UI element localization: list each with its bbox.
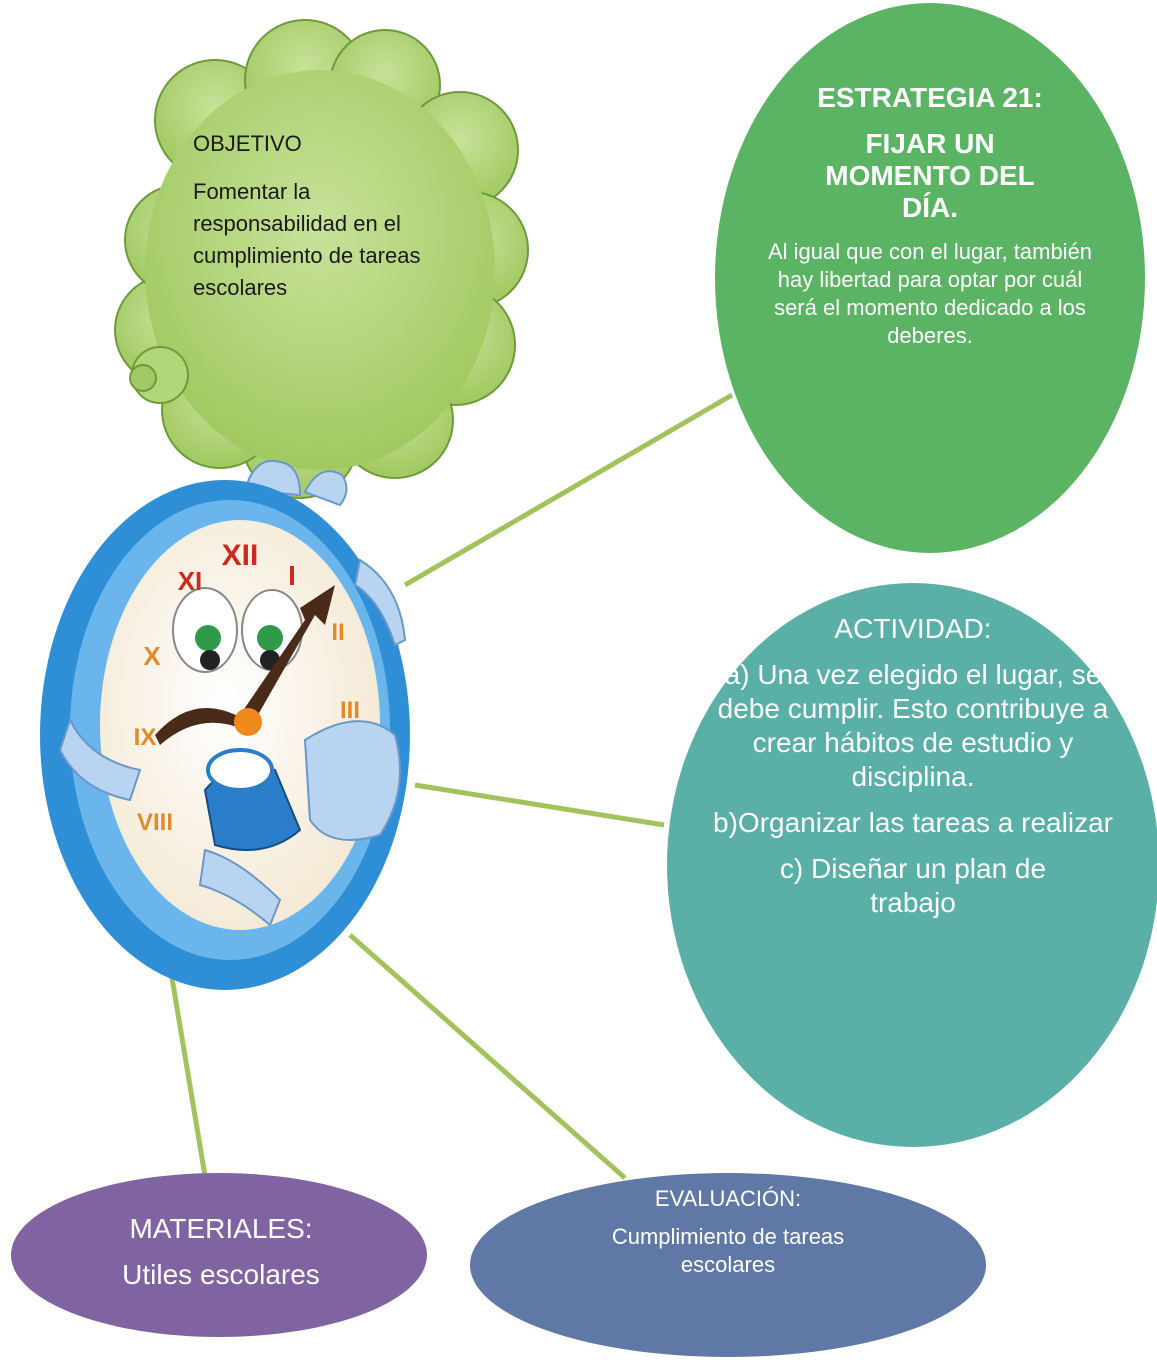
clock-numeral-1: I	[288, 560, 296, 591]
evaluation-title: EVALUACIÓN:	[654, 1186, 802, 1211]
clock-numeral-9: IX	[134, 724, 157, 751]
materials-text: Utiles escolares	[122, 1259, 320, 1290]
objective-title: OBJETIVO	[193, 131, 302, 156]
clock-numeral-3: III	[340, 697, 360, 724]
objective-text: Fomentar la responsabilidad en el cumpli…	[193, 179, 421, 300]
connector-strategy	[403, 392, 734, 588]
materials-oval	[11, 1173, 427, 1337]
strategy-block: ESTRATEGIA 21: FIJAR UN MOMENTO DEL DÍA.…	[745, 82, 1115, 350]
connector-activity	[414, 782, 665, 828]
activity-block: ACTIVIDAD: a) Una vez elegido el lugar, …	[708, 612, 1118, 932]
evaluation-oval	[470, 1173, 986, 1357]
activity-oval	[667, 583, 1157, 1147]
clock-numeral-12: XII	[222, 539, 259, 572]
strategy-subtitle: FIJAR UN MOMENTO DEL DÍA.	[825, 128, 1035, 223]
evaluation-block: EVALUACIÓN: Cumplimiento de tareas escol…	[488, 1185, 968, 1289]
connector-materials	[169, 977, 210, 1189]
activity-item-a: a) Una vez elegido el lugar, se debe cum…	[717, 659, 1109, 792]
clock-numeral-10: X	[143, 641, 161, 671]
connector-evaluation	[348, 933, 627, 1180]
evaluation-text: Cumplimiento de tareas escolares	[611, 1224, 845, 1277]
clock-numeral-8: VIII	[137, 809, 173, 836]
objective-cloud-shape	[114, 19, 529, 499]
clock-illustration: XII XI I X II IX III VIII	[40, 459, 410, 990]
clock-numeral-2: II	[331, 619, 344, 646]
materials-title: MATERIALES:	[129, 1213, 313, 1244]
materials-block: MATERIALES: Utiles escolares	[25, 1212, 417, 1304]
activity-title: ACTIVIDAD:	[834, 613, 992, 644]
strategy-title: ESTRATEGIA 21:	[817, 82, 1043, 113]
strategy-oval	[715, 3, 1145, 553]
objective-block: OBJETIVO Fomentar la responsabilidad en …	[193, 128, 438, 320]
clock-numeral-11: XI	[178, 566, 203, 596]
strategy-description: Al igual que con el lugar, también hay l…	[767, 239, 1093, 348]
activity-item-b: b)Organizar las tareas a realizar	[713, 807, 1113, 838]
activity-item-c: c) Diseñar un plan de trabajo	[779, 853, 1047, 918]
